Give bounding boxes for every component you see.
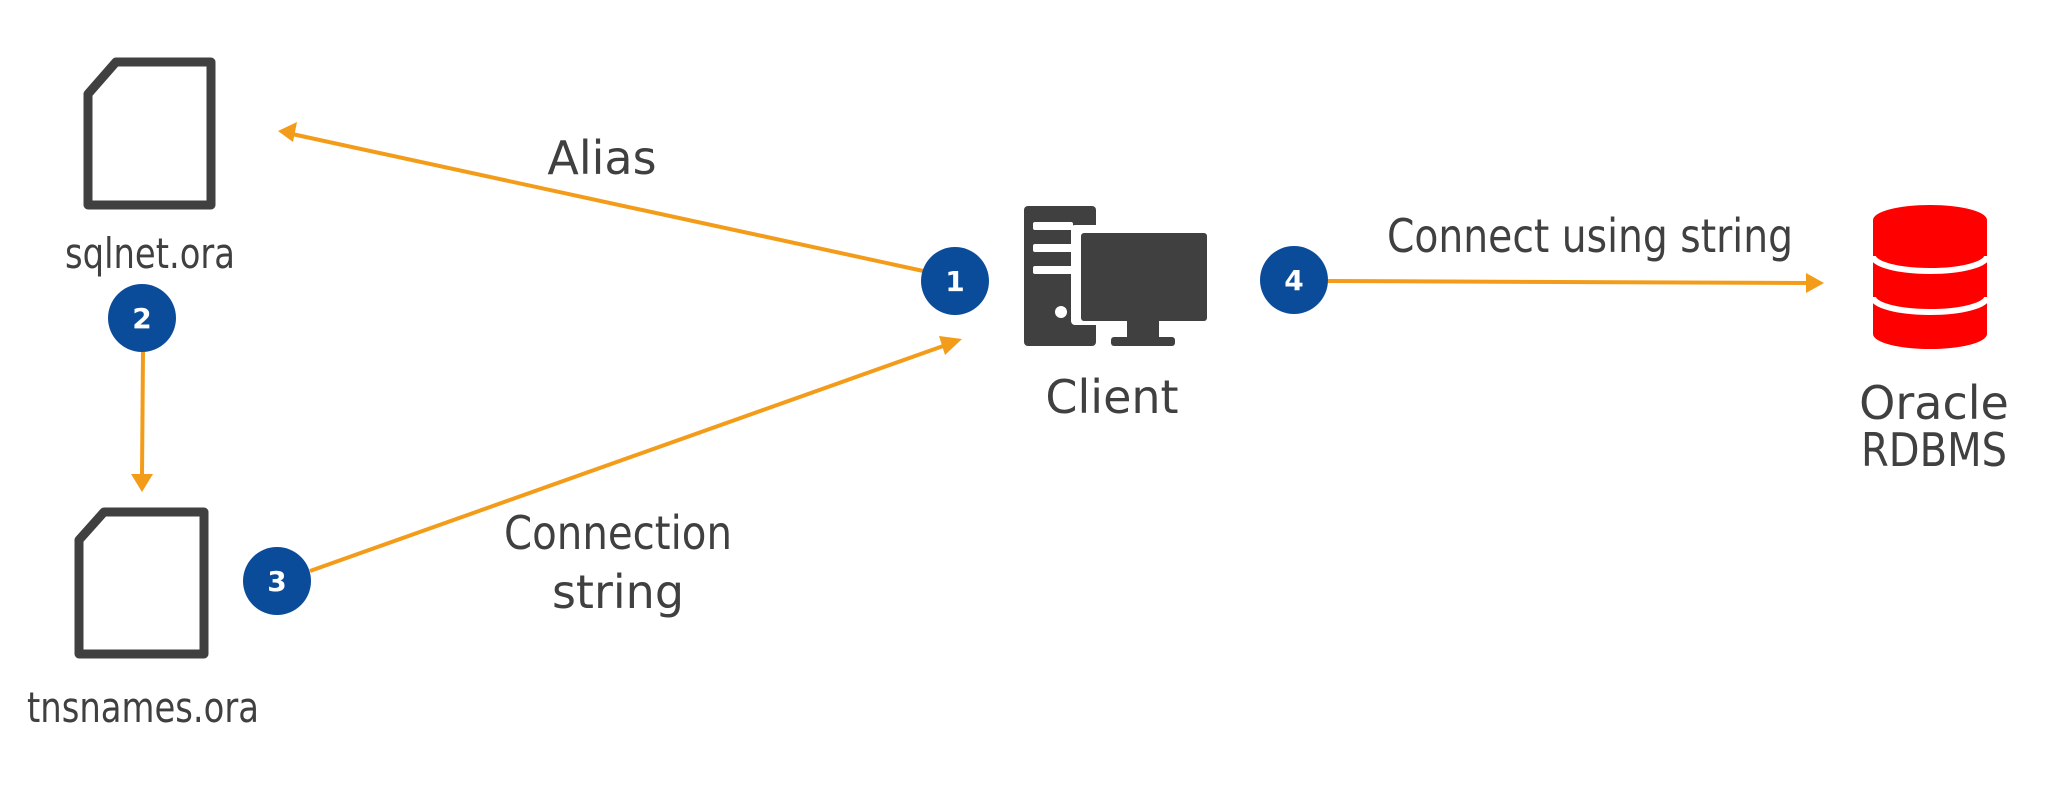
document-icon bbox=[83, 57, 216, 210]
step-badge-2: 2 bbox=[108, 284, 176, 352]
step-badge-1: 1 bbox=[921, 247, 989, 315]
document-icon bbox=[74, 507, 209, 659]
connection-string-label-line2: string bbox=[552, 565, 684, 619]
connect-using-string-label: Connect using string bbox=[1387, 209, 1793, 263]
connection-string-label-line1: Connection bbox=[504, 506, 732, 560]
tnsnames-label: tnsnames.ora bbox=[27, 683, 259, 732]
alias-label: Alias bbox=[547, 131, 656, 185]
arrow-connection-string bbox=[309, 336, 962, 573]
svg-text:4: 4 bbox=[1284, 264, 1303, 297]
arrow-alias bbox=[278, 122, 929, 274]
arrow-sqlnet-to-tnsnames bbox=[131, 351, 153, 492]
client-label: Client bbox=[1045, 370, 1178, 424]
desktop-computer-icon bbox=[1024, 206, 1211, 346]
svg-text:1: 1 bbox=[945, 265, 964, 298]
svg-text:3: 3 bbox=[267, 565, 286, 598]
step-badge-3: 3 bbox=[243, 547, 311, 615]
arrowhead-icon bbox=[1806, 273, 1824, 293]
oracle-label-line1: Oracle bbox=[1859, 376, 2009, 430]
sqlnet-label: sqlnet.ora bbox=[65, 229, 235, 278]
arrowhead-icon bbox=[278, 122, 297, 142]
database-icon bbox=[1870, 205, 1990, 349]
oracle-label-line2: RDBMS bbox=[1861, 423, 2007, 477]
arrow-connect-using-string bbox=[1327, 273, 1824, 293]
step-badge-4: 4 bbox=[1260, 246, 1328, 314]
arrowhead-icon bbox=[131, 474, 153, 492]
arrowhead-icon bbox=[939, 336, 962, 355]
svg-text:2: 2 bbox=[132, 302, 151, 335]
